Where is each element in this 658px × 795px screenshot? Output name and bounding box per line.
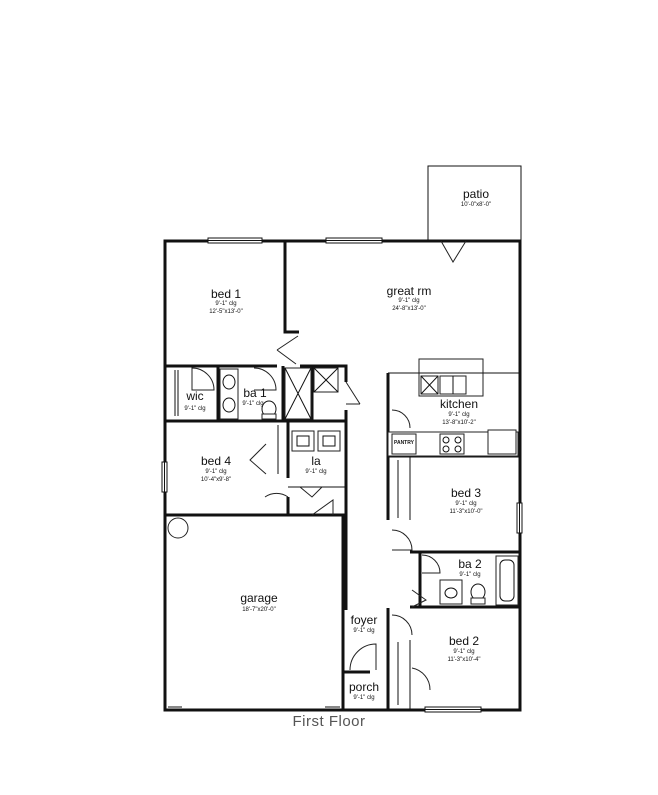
wic-clg: 9'-1" clg <box>184 406 205 412</box>
doors <box>191 240 467 691</box>
door-patio <box>440 240 467 263</box>
bed4-size: 10'-4"x9'-8" <box>201 477 231 483</box>
ba1-clg: 9'-1" clg <box>242 401 263 407</box>
kitchen-fixtures <box>386 358 520 457</box>
washer <box>291 430 315 452</box>
shower-x2 <box>284 367 312 420</box>
patio-name: patio <box>463 187 489 201</box>
ba2-toilet-tank <box>470 597 486 605</box>
door-kitchen-hall <box>391 409 411 429</box>
pantry-name: PANTRY <box>394 440 415 446</box>
wall-bed1-bottom-2 <box>300 364 348 382</box>
ba2-tub-inner <box>499 559 515 602</box>
refrigerator <box>487 429 517 455</box>
burner-1 <box>442 436 450 444</box>
dishwasher-x2 <box>420 375 439 395</box>
room-labels: patio 10'-0"x8'-0" great rm 9'-1" clg 24… <box>184 187 491 701</box>
dryer <box>317 430 341 452</box>
bed3-name: bed 3 <box>451 486 481 500</box>
wic-name: wic <box>185 389 203 403</box>
door-garage <box>311 499 334 516</box>
bed4-name: bed 4 <box>201 454 231 468</box>
door-bed4 <box>249 443 267 475</box>
porch-name: porch <box>349 680 379 694</box>
door-front <box>349 643 377 671</box>
bath-fixtures <box>167 367 519 705</box>
patio-size: 10'-0"x8'-0" <box>461 202 491 208</box>
door-bed1 <box>276 335 299 365</box>
foyer-name: foyer <box>351 613 378 627</box>
door-laundry <box>299 486 323 498</box>
la-name: la <box>311 454 321 468</box>
door-hall-top <box>345 381 361 405</box>
door-ba1 <box>253 367 277 391</box>
burner-3 <box>442 445 450 453</box>
floor-title: First Floor <box>292 713 366 730</box>
interior-walls <box>165 241 520 710</box>
washer-inner <box>296 435 310 447</box>
ba2-sink <box>444 587 458 599</box>
bed3-size: 11'-3"x10'-0" <box>449 509 482 515</box>
great-clg: 9'-1" clg <box>398 298 419 304</box>
kitchen-size: 13'-8"x10'-2" <box>442 420 476 426</box>
pantry-box <box>391 433 417 455</box>
door-ba2 <box>421 554 441 574</box>
kitchen-name: kitchen <box>440 397 478 411</box>
linen-x2 <box>313 367 339 393</box>
windows <box>161 237 523 713</box>
dryer-inner <box>322 435 336 447</box>
burner-4 <box>454 445 462 453</box>
bed2-size: 11'-3"x10'-4" <box>447 657 480 663</box>
burner-2 <box>454 436 462 444</box>
door-bed2-closet <box>411 667 431 691</box>
bed1-name: bed 1 <box>211 287 241 301</box>
kitchen-clg: 9'-1" clg <box>448 412 469 418</box>
door-wic <box>191 367 215 391</box>
bed3-clg: 9'-1" clg <box>455 501 476 507</box>
garage-size: 18'-7"x20'-0" <box>242 607 276 613</box>
door-ba2-closet <box>411 589 427 608</box>
ba1-toilet-tank <box>261 413 277 420</box>
bed1-size: 12'-5"x13'-0" <box>209 309 243 315</box>
ba1-name: ba 1 <box>243 386 267 400</box>
ba2-clg: 9'-1" clg <box>459 572 480 578</box>
great-name: great rm <box>387 284 432 298</box>
ba1-sink-2 <box>222 397 236 413</box>
foyer-clg: 9'-1" clg <box>353 628 374 634</box>
la-clg: 9'-1" clg <box>305 469 326 475</box>
ba1-sink-1 <box>222 374 236 390</box>
porch-clg: 9'-1" clg <box>353 695 374 701</box>
door-bed4-closet <box>264 492 289 498</box>
ba1-vanity <box>219 368 239 420</box>
bed4-clg: 9'-1" clg <box>205 469 226 475</box>
ba2-vanity <box>439 579 463 605</box>
wall-bed1-great <box>283 241 299 334</box>
ba2-tub <box>495 555 519 606</box>
water-heater <box>167 517 189 539</box>
bed2-clg: 9'-1" clg <box>453 649 474 655</box>
ba2-name: ba 2 <box>458 557 482 571</box>
bed2-name: bed 2 <box>449 634 479 648</box>
range <box>439 433 465 455</box>
door-bed2 <box>391 614 413 636</box>
door-bed3 <box>391 529 413 551</box>
garage-name: garage <box>240 591 278 605</box>
great-size: 24'-8"x13'-0" <box>392 306 426 312</box>
bed1-clg: 9'-1" clg <box>215 301 236 307</box>
